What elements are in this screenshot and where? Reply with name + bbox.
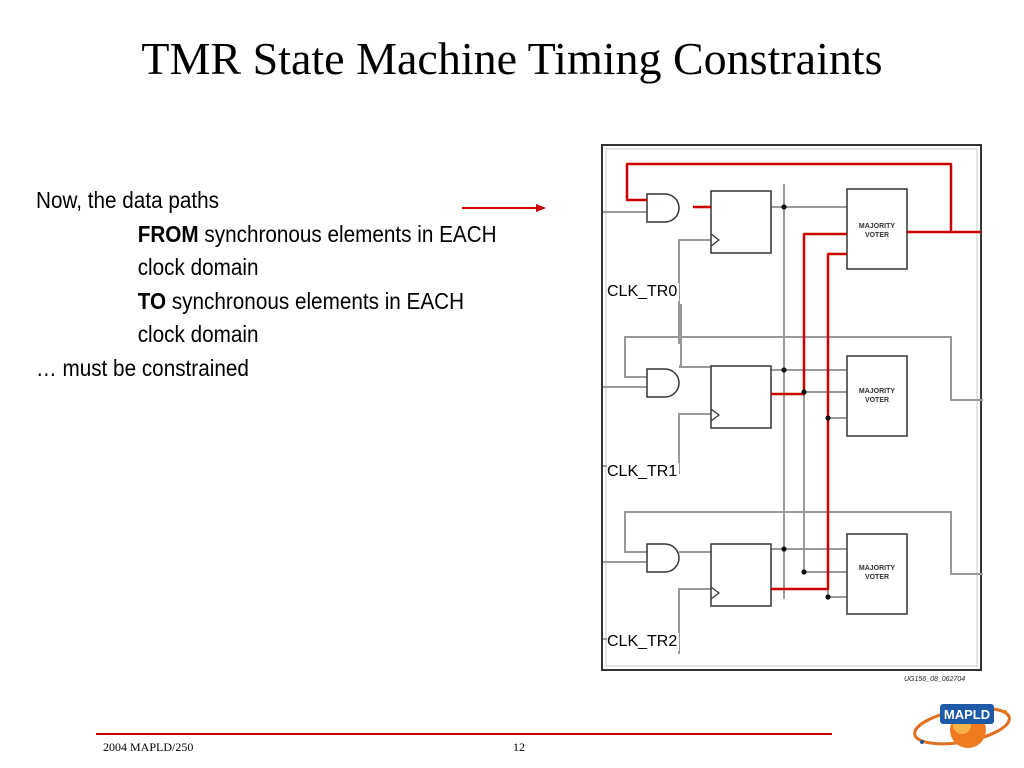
figure-id: UG156_08_062704 [904, 676, 966, 683]
voter-2-label-line2: VOTER [865, 574, 889, 581]
body-line-from: FROM synchronous elements in EACH [36, 218, 522, 252]
slide-title: TMR State Machine Timing Constraints [141, 33, 883, 84]
footer-page-number: 12 [513, 740, 525, 754]
pointer-arrow [462, 204, 546, 212]
voter-2-label-line1: MAJORITY [859, 565, 896, 572]
voter-1-label-line2: VOTER [865, 397, 889, 404]
voter-1-label-line1: MAJORITY [859, 388, 896, 395]
voter-0-label-line2: VOTER [865, 232, 889, 239]
mapld-logo-text: MAPLD [944, 707, 990, 722]
footer-conference: 2004 MAPLD/250 [103, 740, 194, 754]
body-line-to-cont: clock domain [137, 321, 259, 347]
body-line-intro: Now, the data paths [36, 187, 219, 213]
clk-tr0-label: CLK_TR0 [607, 283, 680, 301]
to-keyword: TO [137, 287, 167, 314]
body-text: Now, the data paths FROM synchronous ele… [36, 184, 522, 385]
footer-divider [96, 733, 832, 735]
to-text: synchronous elements in EACH [166, 287, 465, 314]
from-keyword: FROM [137, 220, 199, 247]
body-line-conclusion: … must be constrained [36, 354, 249, 381]
from-text: synchronous elements in EACH [198, 220, 497, 247]
clk-tr1-label: CLK_TR1 [607, 463, 680, 481]
voter-0-label-line1: MAJORITY [859, 223, 896, 230]
tmr-circuit-diagram: MAJORITY VOTER MAJORITY VOTER MAJORITY V… [601, 144, 983, 671]
clk-tr2-label: CLK_TR2 [607, 633, 680, 651]
mapld-logo: MAPLD [913, 704, 1011, 748]
body-line-to: TO synchronous elements in EACH [36, 285, 522, 319]
body-line-from-cont: clock domain [137, 254, 259, 280]
